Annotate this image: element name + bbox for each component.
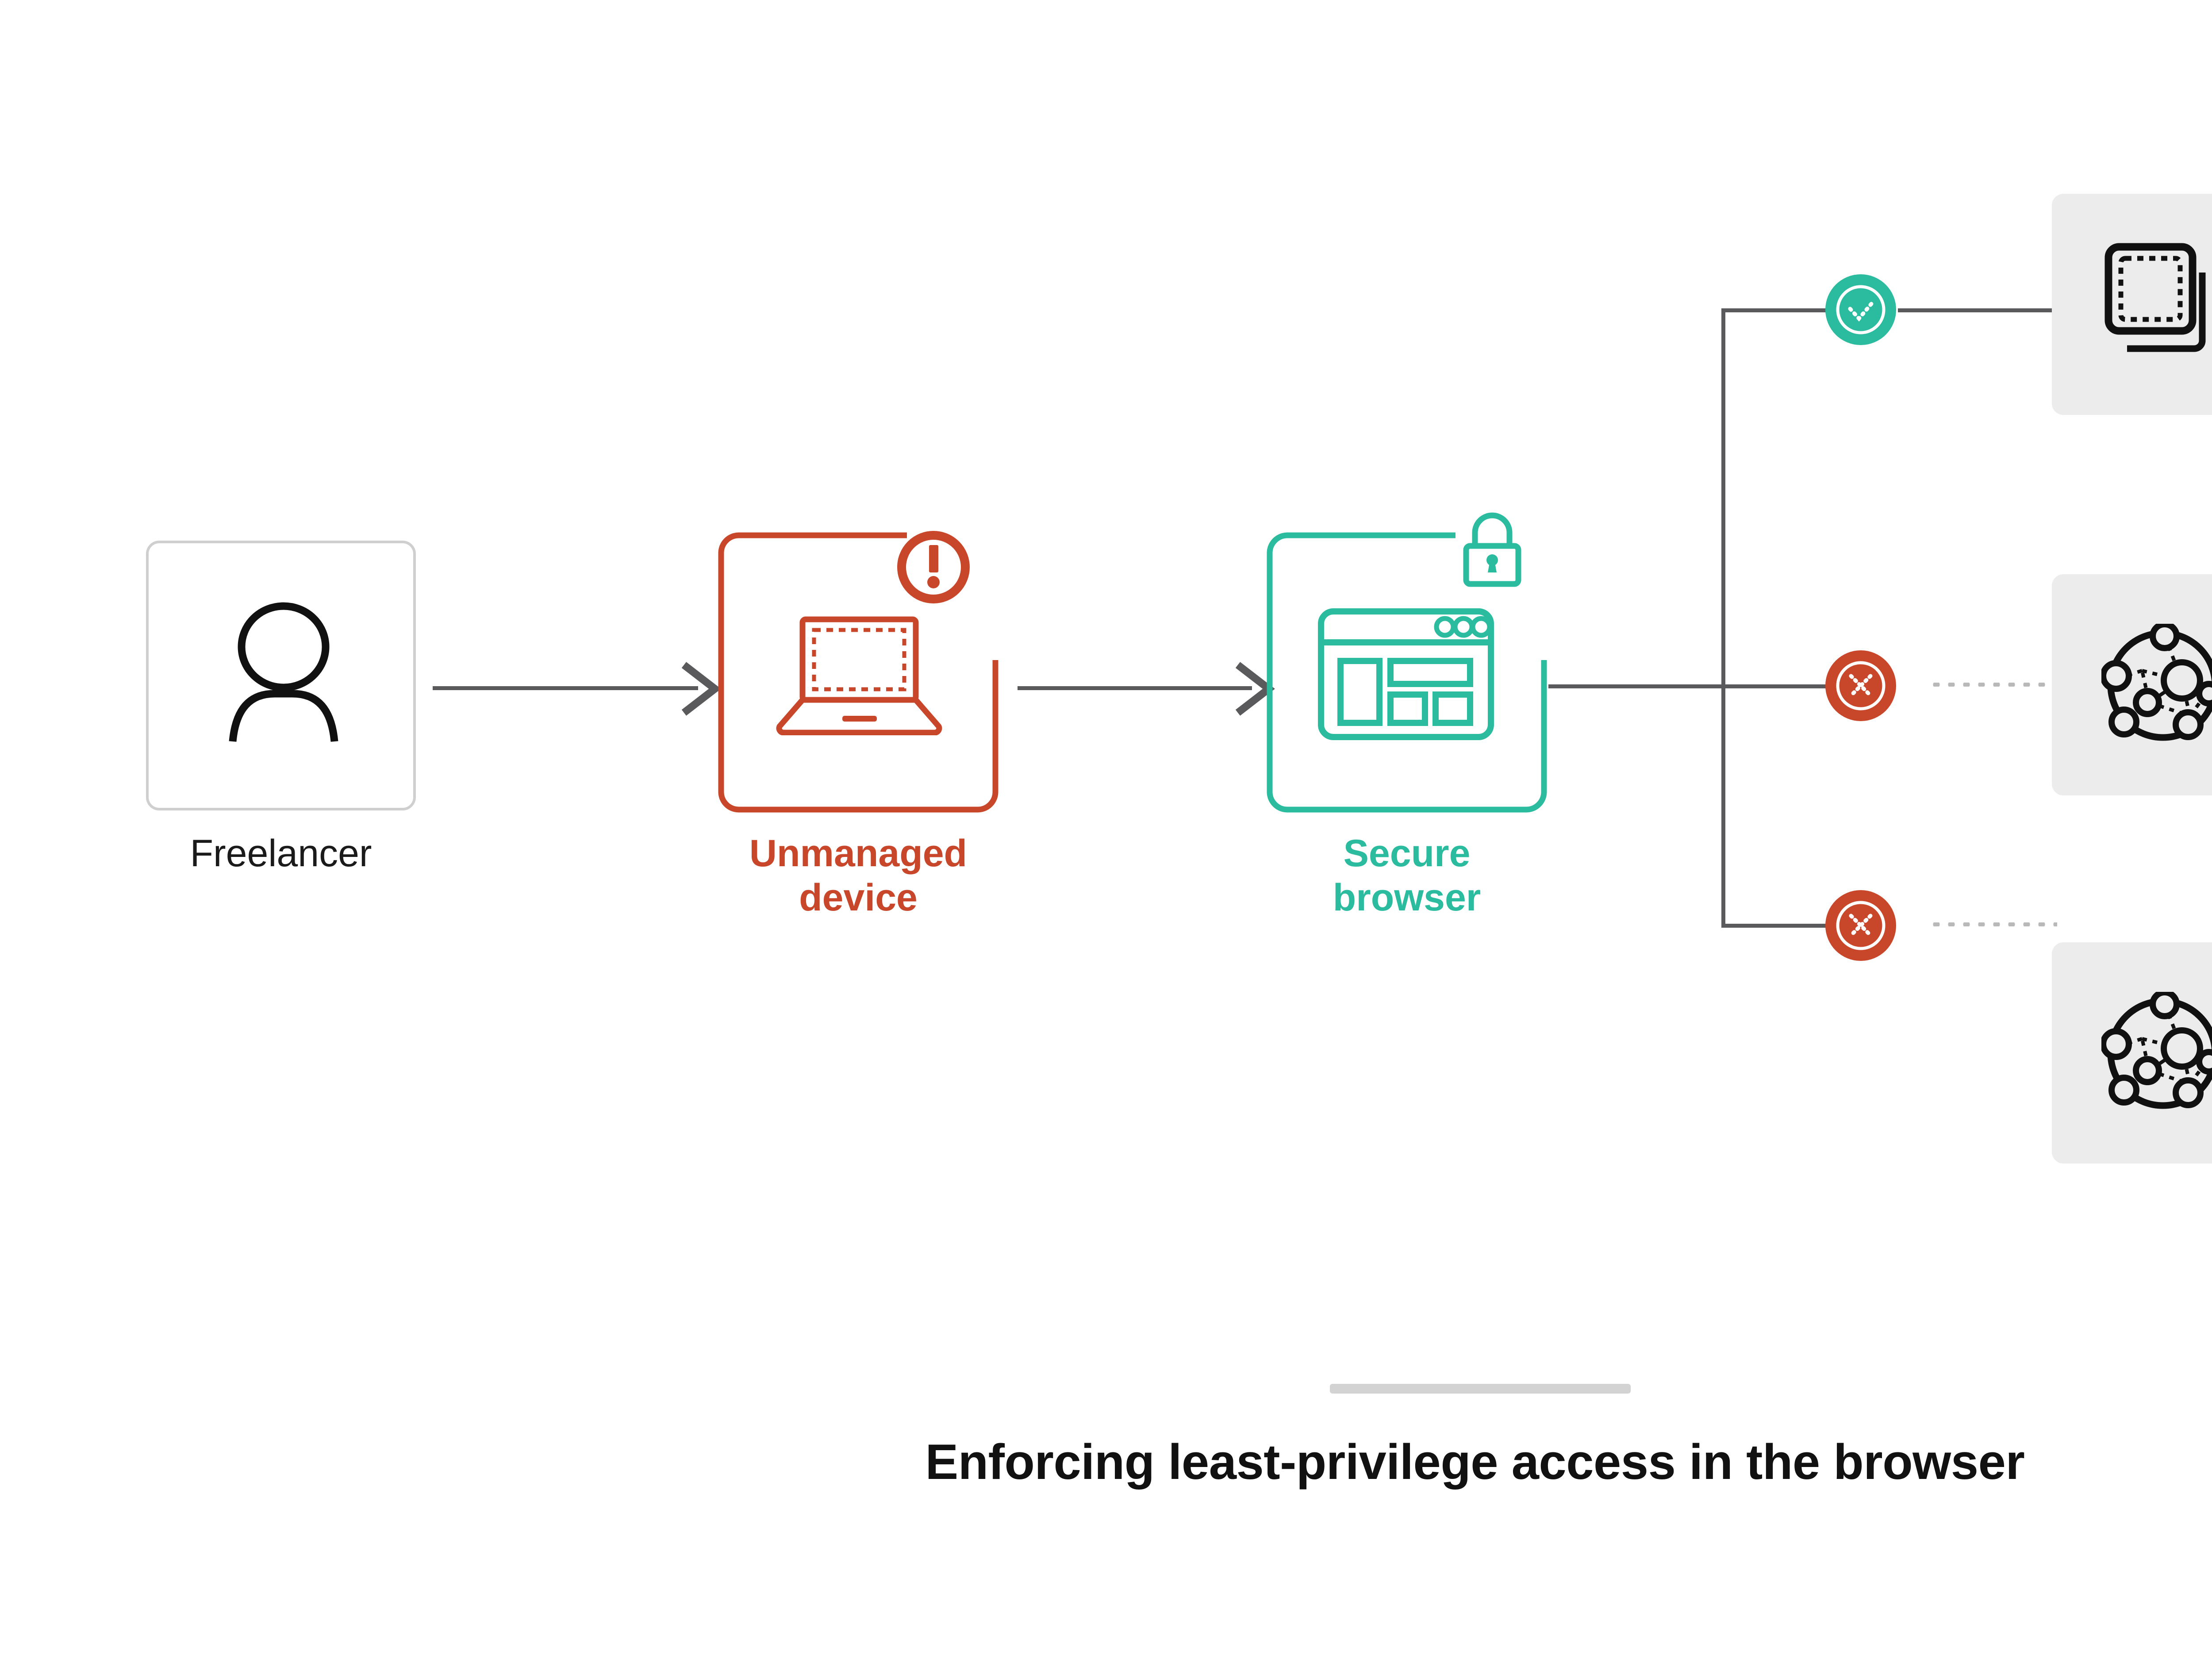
laptop-icon: [775, 616, 943, 737]
caption-divider: [1330, 1384, 1631, 1394]
allow-link-line: [1898, 308, 2053, 312]
x-circle-icon[interactable]: [1825, 890, 1896, 961]
secure-browser-card: [1267, 532, 1547, 813]
internal-apps-tile[interactable]: [2052, 194, 2212, 415]
espn-tile[interactable]: [2052, 942, 2212, 1164]
apps-stack-icon: [2100, 238, 2212, 373]
branch-stub-top: [1721, 308, 1828, 312]
branch-stub-bottom: [1721, 924, 1828, 928]
branch-stem: [1548, 684, 1725, 688]
arrowhead-icon: [681, 662, 721, 716]
unmanaged-device-label: Unmanaged device: [749, 832, 968, 919]
person-icon: [208, 595, 359, 766]
network-globe-icon: [2100, 989, 2212, 1117]
unmanaged-device-card: [718, 532, 998, 813]
freelancer-label: Freelancer: [190, 832, 372, 875]
warning-icon: [894, 527, 973, 609]
branch-stub-mid: [1721, 684, 1828, 688]
network-globe-icon: [2100, 621, 2212, 749]
freelancer-card: [146, 541, 416, 810]
x-circle-icon[interactable]: [1825, 650, 1896, 721]
draftkings-tile[interactable]: [2052, 574, 2212, 795]
branch-trunk: [1721, 308, 1725, 928]
caption-title: Enforcing least-privilege access in the …: [925, 1434, 2025, 1490]
deny-link-line: [1929, 683, 2057, 687]
lock-icon: [1455, 508, 1530, 594]
check-circle-icon[interactable]: [1825, 274, 1896, 345]
secure-browser-label: Secure browser: [1333, 832, 1481, 919]
deny-link-line: [1929, 922, 2057, 926]
browser-window-icon: [1317, 608, 1494, 743]
